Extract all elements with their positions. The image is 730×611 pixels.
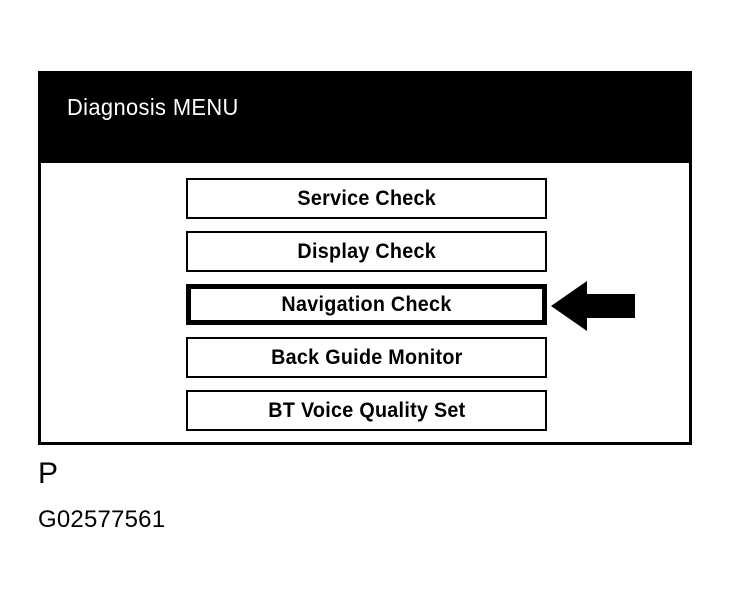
menu-item-back-guide-monitor[interactable]: Back Guide Monitor — [186, 337, 547, 378]
menu-item-label: Service Check — [297, 186, 436, 210]
menu-item-bt-voice-quality-set[interactable]: BT Voice Quality Set — [186, 390, 547, 431]
menu-item-label: Back Guide Monitor — [270, 345, 463, 369]
menu-item-display-check[interactable]: Display Check — [186, 231, 547, 272]
menu-item-label: Navigation Check — [281, 292, 452, 316]
diagnosis-screen-panel: Diagnosis MENU Service Check Display Che… — [38, 71, 692, 445]
figure-id: G02577561 — [38, 506, 166, 533]
page-title: Diagnosis MENU — [67, 94, 239, 120]
menu-item-label: BT Voice Quality Set — [267, 398, 466, 422]
screen-title-bar: Diagnosis MENU — [41, 74, 689, 163]
arrow-left-icon — [551, 279, 635, 333]
caption-letter: P — [38, 457, 59, 490]
menu-item-service-check[interactable]: Service Check — [186, 178, 547, 219]
menu-item-navigation-check[interactable]: Navigation Check — [186, 284, 547, 325]
menu-item-label: Display Check — [297, 239, 436, 263]
diagnosis-menu-list: Service Check Display Check Navigation C… — [186, 178, 547, 431]
